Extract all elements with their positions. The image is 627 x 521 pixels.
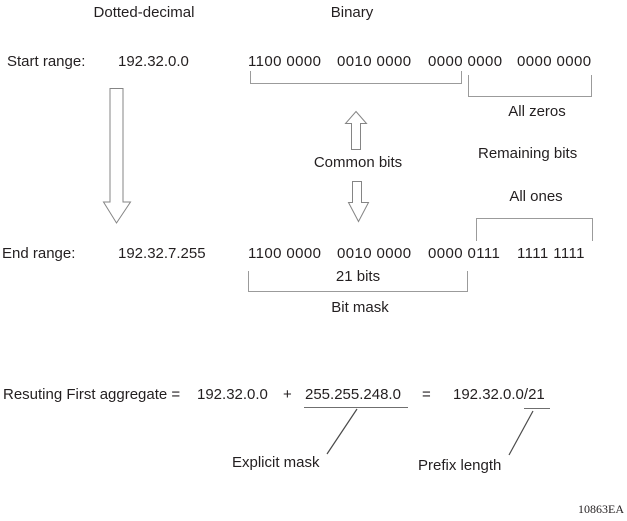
- explicit-mask-callout-line: [326, 408, 358, 455]
- down-arrow-common-bits-icon: [347, 181, 370, 223]
- up-arrow-common-bits-icon: [344, 110, 368, 150]
- column-header-dotted-decimal: Dotted-decimal: [93, 4, 195, 21]
- formula-network: 192.32.0.0: [197, 386, 268, 403]
- start-binary-octet-3: 0000 0000: [428, 53, 503, 70]
- all-ones-bracket: [476, 218, 593, 241]
- end-range-label: End range:: [2, 245, 76, 262]
- start-binary-octet-2: 0010 0000: [337, 53, 412, 70]
- prefix-length-label: Prefix length: [418, 457, 502, 474]
- start-range-decimal: 192.32.0.0: [118, 53, 189, 70]
- plus-sign: +: [283, 386, 292, 403]
- formula-result: 192.32.0.0/21: [453, 386, 545, 403]
- bit-mask-label: Bit mask: [331, 299, 389, 316]
- 21-bits-label: 21 bits: [335, 268, 381, 285]
- end-binary-octet-1: 1100 0000: [248, 245, 322, 262]
- formula-mask: 255.255.248.0: [305, 386, 401, 403]
- equals-sign: =: [422, 386, 431, 403]
- figure-id: 10863EA: [578, 502, 624, 516]
- formula-prefix: Resuting First aggregate =: [3, 386, 181, 403]
- end-binary-octet-4: 1111 1111: [517, 245, 585, 262]
- all-ones-label: All ones: [509, 188, 563, 205]
- bit-mask-bracket: [248, 271, 468, 292]
- start-range-label: Start range:: [7, 53, 86, 70]
- remaining-bits-label: Remaining bits: [478, 145, 578, 162]
- column-header-binary: Binary: [330, 4, 374, 21]
- mask-underline: [304, 407, 408, 408]
- all-zeros-label: All zeros: [508, 103, 566, 120]
- start-binary-octet-1: 1100 0000: [248, 53, 322, 70]
- end-range-decimal: 192.32.7.255: [118, 245, 206, 262]
- prefix-length-callout-line: [508, 410, 534, 456]
- common-bits-bracket-start: [250, 71, 462, 84]
- end-binary-octet-2: 0010 0000: [337, 245, 412, 262]
- end-binary-octet-3: 0000 0111: [428, 245, 501, 262]
- down-arrow-range-icon: [102, 88, 132, 224]
- prefix-underline: [524, 408, 550, 409]
- common-bits-label: Common bits: [313, 154, 403, 171]
- explicit-mask-label: Explicit mask: [232, 454, 320, 471]
- start-binary-octet-4: 0000 0000: [517, 53, 592, 70]
- all-zeros-bracket: [468, 75, 592, 97]
